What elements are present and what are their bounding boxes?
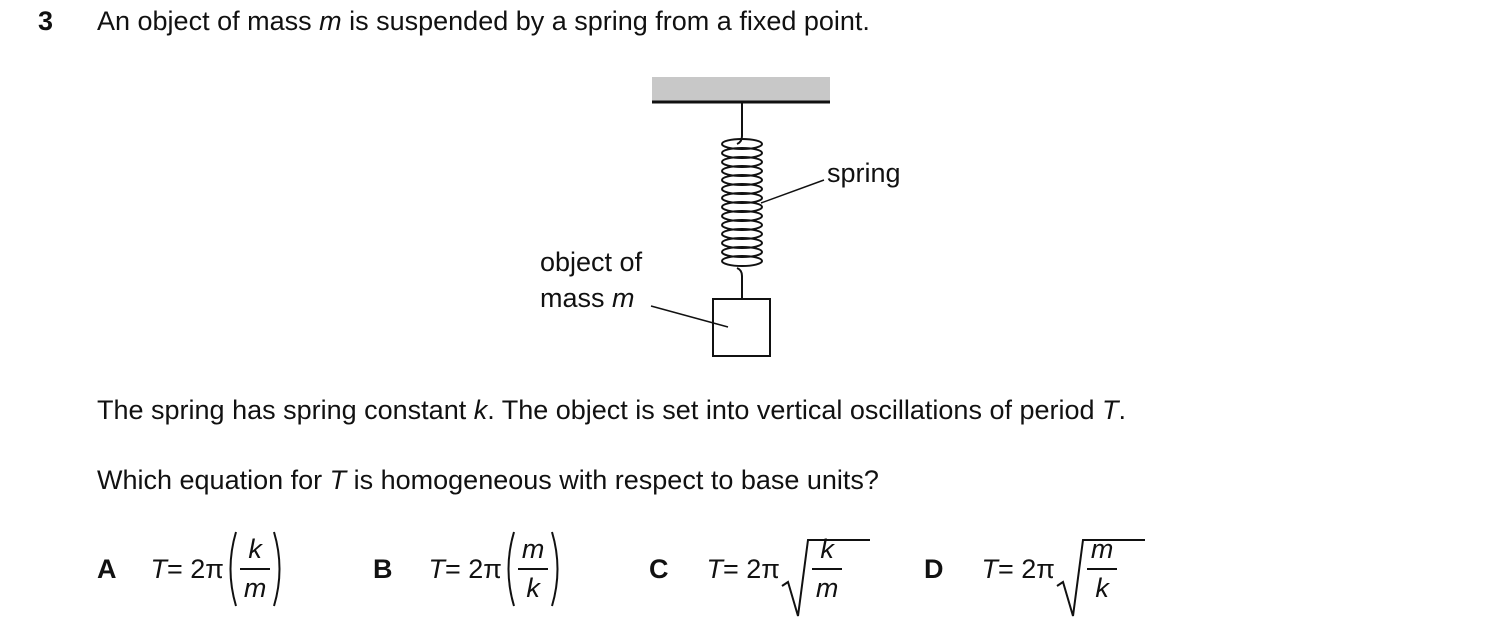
statement-text-2: . The object is set into vertical oscill… <box>487 395 1103 425</box>
fraction-numerator: m <box>521 534 545 564</box>
object-label-var-m: m <box>612 283 635 313</box>
left-paren-icon <box>229 531 237 607</box>
object-label-mass-text: mass <box>540 283 613 313</box>
mass-block <box>712 298 771 357</box>
fraction-numerator: k <box>820 534 834 564</box>
left-paren-icon <box>507 531 515 607</box>
fraction-denominator: m <box>243 573 267 603</box>
sqrt-icon <box>781 539 870 617</box>
equation-equals: = 2π <box>723 553 780 584</box>
statement-text-3: . <box>1118 395 1127 425</box>
prompt-var-T: T <box>329 465 347 495</box>
question-statement: The spring has spring constant k. The ob… <box>97 395 1126 426</box>
question-intro: An object of mass m is suspended by a sp… <box>97 6 870 37</box>
option-letter: D <box>924 553 944 584</box>
equation-equals: = 2π <box>445 553 502 584</box>
equation-lhs: T <box>706 553 724 584</box>
fraction-denominator: k <box>526 573 540 603</box>
object-label-line2: mass m <box>540 283 635 314</box>
spring-coil <box>721 255 763 267</box>
object-label-line1: object of <box>540 247 643 277</box>
spring-coils <box>721 138 763 267</box>
option-letter: C <box>649 553 669 584</box>
equation-lhs: T <box>981 553 999 584</box>
statement-text-1: The spring has spring constant <box>97 395 474 425</box>
spring-top-hook <box>736 102 743 145</box>
sqrt-icon <box>1056 539 1145 617</box>
right-paren-icon <box>551 531 559 607</box>
intro-text-1: An object of mass <box>97 6 320 36</box>
fraction-denominator: k <box>1095 573 1109 603</box>
equation-lhs: T <box>428 553 446 584</box>
statement-var-T: T <box>1102 395 1119 425</box>
option-letter: A <box>97 553 117 584</box>
mass-leader-line <box>650 305 729 328</box>
equation-equals: = 2π <box>998 553 1055 584</box>
right-paren-icon <box>273 531 281 607</box>
option-letter: B <box>373 553 393 584</box>
fixed-support <box>652 77 830 102</box>
spring-label: spring <box>827 158 901 188</box>
spring-leader-line <box>760 179 825 204</box>
prompt-text-2: is homogeneous with respect to base unit… <box>346 465 879 495</box>
spring-bottom-hook <box>736 267 743 299</box>
question-number: 3 <box>38 6 54 36</box>
intro-text-2: is suspended by a spring from a fixed po… <box>341 6 870 36</box>
equation-equals: = 2π <box>167 553 224 584</box>
equation-lhs: T <box>150 553 168 584</box>
fraction-numerator: k <box>248 534 262 564</box>
fraction-numerator: m <box>1090 534 1114 564</box>
question-prompt: Which equation for T is homogeneous with… <box>97 465 879 496</box>
intro-var-m: m <box>319 6 342 36</box>
statement-var-k: k <box>473 395 488 425</box>
prompt-text-1: Which equation for <box>97 465 330 495</box>
spring-mass-diagram <box>650 77 830 357</box>
fraction-denominator: m <box>815 573 839 603</box>
